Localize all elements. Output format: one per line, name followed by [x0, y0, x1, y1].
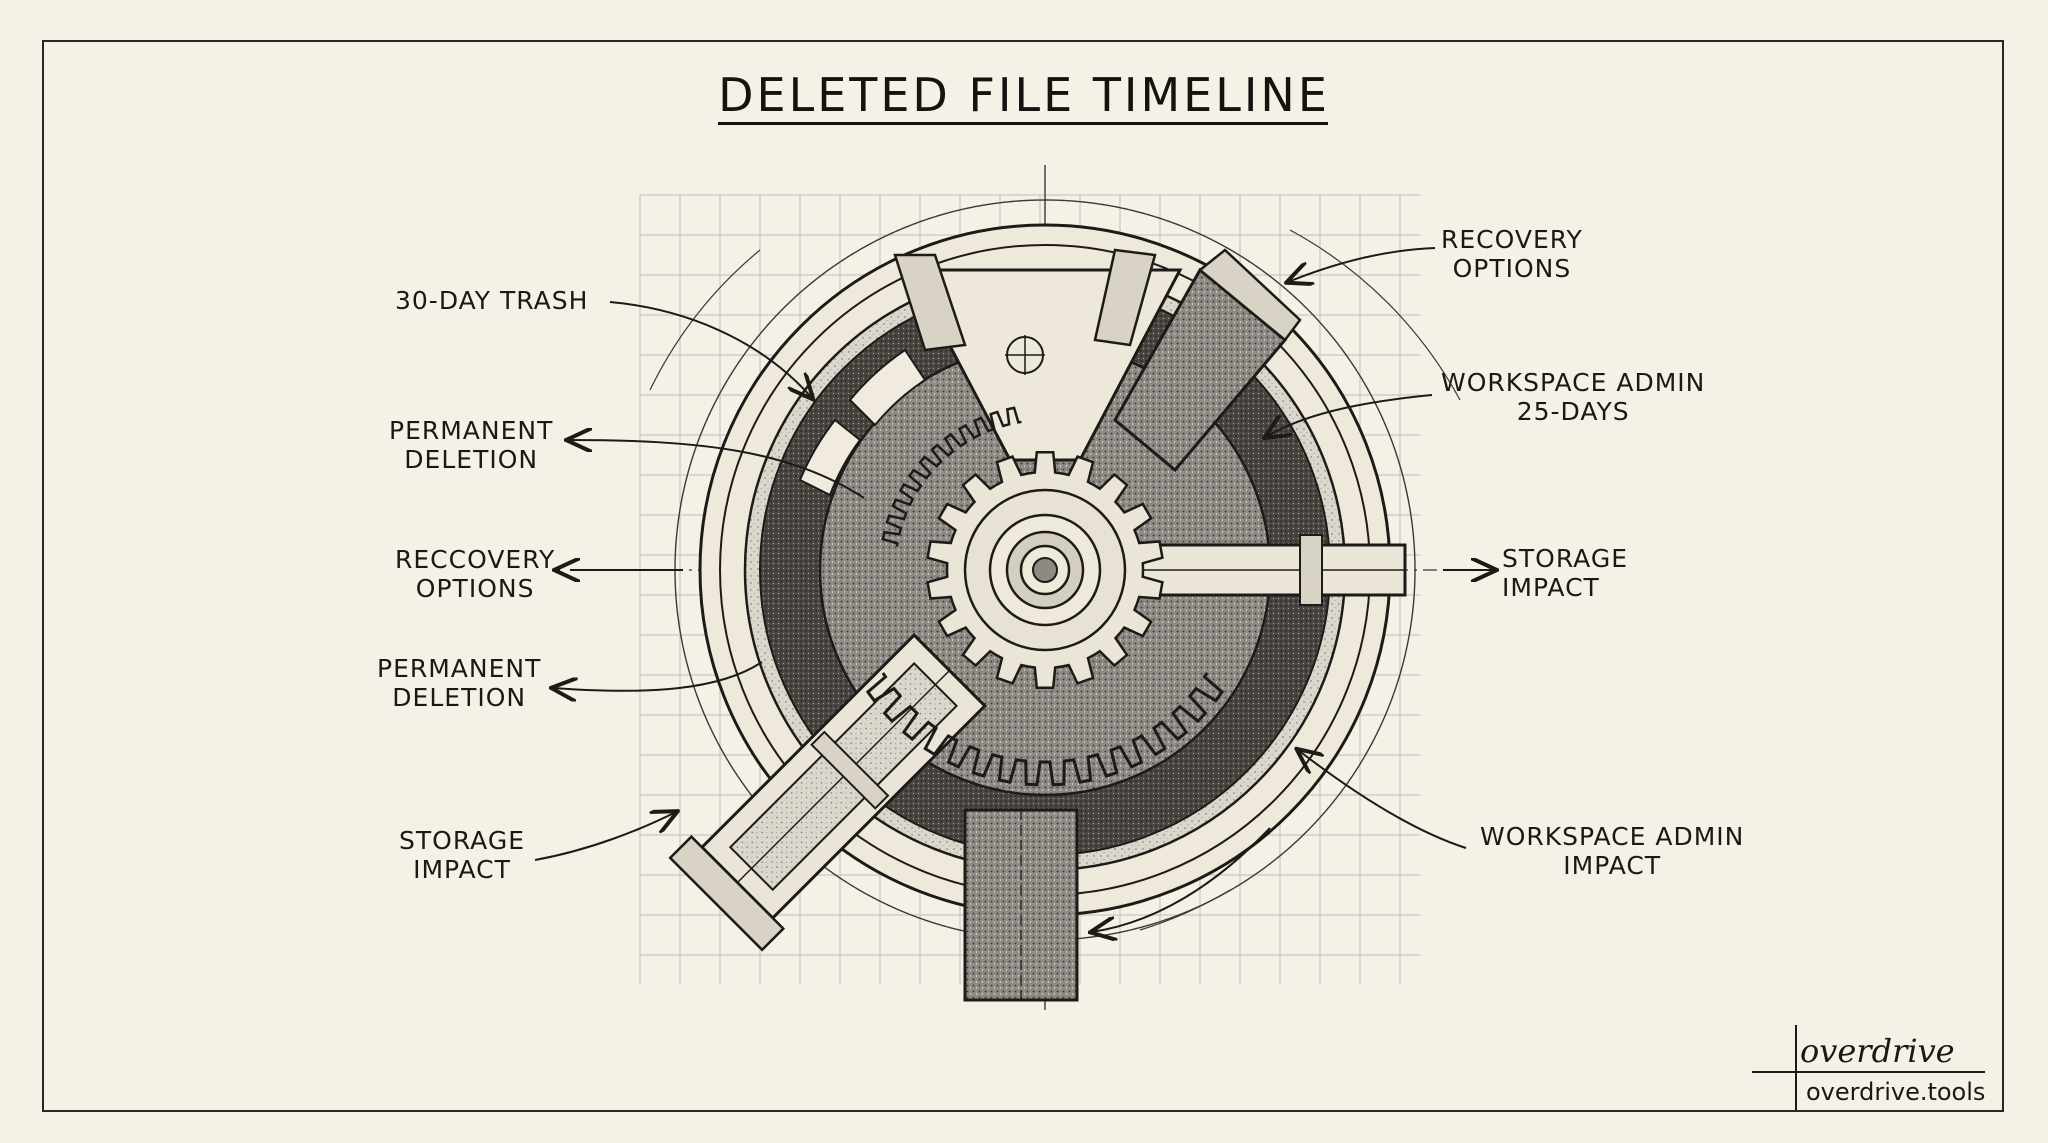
- label-permanent-deletion-upper: PERMANENT DELETION: [389, 416, 554, 474]
- leader-arrows: [534, 247, 1495, 932]
- hub: [963, 488, 1127, 652]
- drawing-frame: [42, 40, 2004, 1112]
- upper-right-arm: [1113, 248, 1302, 473]
- label-storage-impact-left: STORAGE IMPACT: [399, 826, 526, 884]
- title-underline: [718, 122, 1328, 125]
- bottom-shaft: [963, 808, 1079, 1002]
- label-workspace-admin-impact: WORKSPACE ADMIN IMPACT: [1480, 822, 1745, 880]
- brand-logo: overdrive: [1800, 1032, 1955, 1070]
- brand-url: overdrive.tools: [1806, 1078, 1986, 1106]
- label-recovery-options-right: RECOVERY OPTIONS: [1441, 225, 1583, 283]
- label-workspace-admin-days: WORKSPACE ADMIN 25-DAYS: [1441, 368, 1706, 426]
- top-wedge: [893, 248, 1183, 462]
- label-reccovery-options: RECCOVERY OPTIONS: [395, 545, 556, 603]
- label-permanent-deletion-lower: PERMANENT DELETION: [377, 654, 542, 712]
- diagram-title: DELETED FILE TIMELINE: [718, 68, 1330, 122]
- lower-gear: [865, 406, 1225, 787]
- label-30-day-trash: 30-DAY TRASH: [395, 286, 589, 315]
- lower-left-arm: [668, 633, 987, 952]
- label-storage-impact-right: STORAGE IMPACT: [1502, 544, 1629, 602]
